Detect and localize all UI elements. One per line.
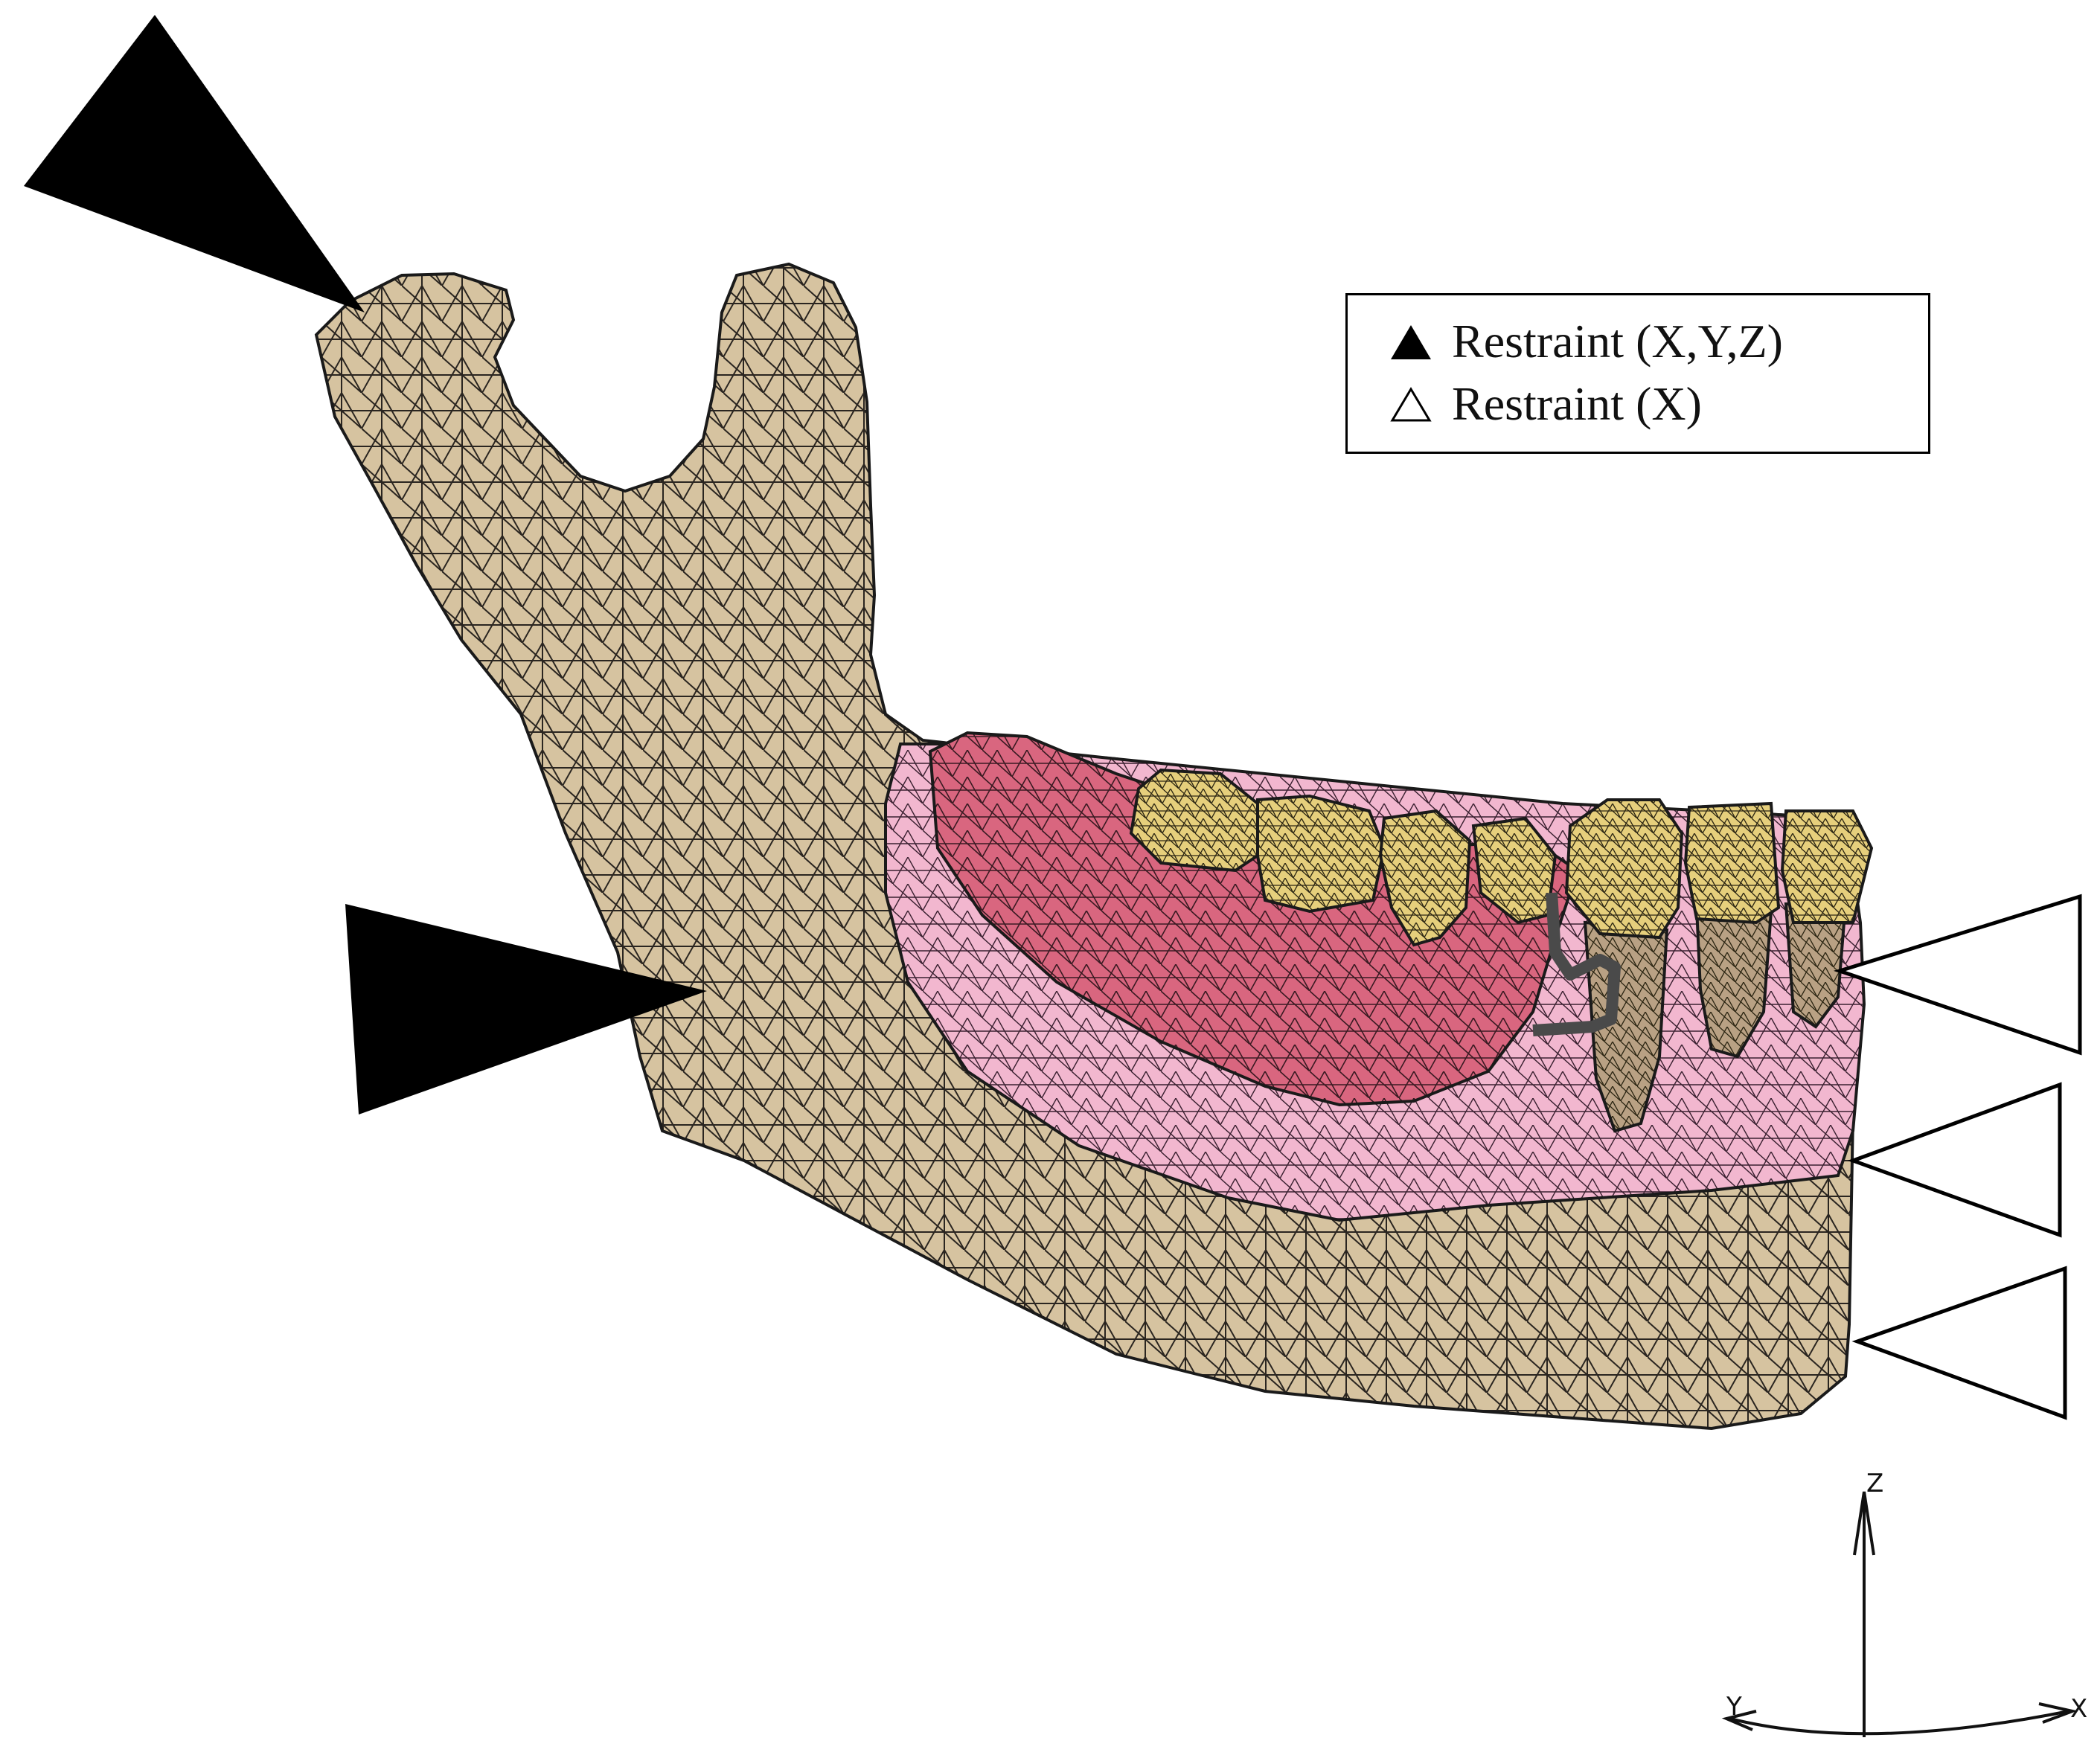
restraint-x-bottom-icon bbox=[1851, 1266, 2067, 1420]
legend-item-restraint-xyz: Restraint (X,Y,Z) bbox=[1385, 310, 1928, 373]
coordinate-axes bbox=[1721, 1491, 2078, 1737]
canine-root bbox=[1583, 920, 1669, 1133]
axis-y-label: Y bbox=[1726, 1692, 1742, 1722]
filled-triangle-icon bbox=[1391, 325, 1431, 359]
premolar-tooth-1 bbox=[1378, 809, 1472, 947]
molar-tooth-2 bbox=[1256, 794, 1386, 914]
axis-x-label: X bbox=[2070, 1694, 2087, 1724]
legend-label-restraint-x: Restraint (X) bbox=[1452, 377, 1702, 430]
hollow-triangle-icon bbox=[1390, 387, 1432, 422]
clasp-wire bbox=[1532, 892, 1621, 1036]
restraint-xyz-ramus-icon bbox=[345, 904, 707, 1114]
denture-base-dark bbox=[928, 731, 1580, 1107]
canine-tooth bbox=[1564, 798, 1684, 940]
incisor-tooth-1 bbox=[1683, 801, 1781, 925]
legend-label-restraint-xyz: Restraint (X,Y,Z) bbox=[1452, 315, 1783, 368]
legend: Restraint (X,Y,Z) Restraint (X) bbox=[1345, 293, 1930, 454]
restraint-x-top-icon bbox=[1833, 894, 2082, 1056]
incisor-tooth-2 bbox=[1780, 809, 1874, 924]
restraint-x-middle-icon bbox=[1847, 1082, 2062, 1238]
axis-z-label: Z bbox=[1866, 1469, 1883, 1498]
legend-item-restraint-x: Restraint (X) bbox=[1385, 373, 1928, 435]
restraint-xyz-condyle-icon bbox=[24, 15, 365, 312]
